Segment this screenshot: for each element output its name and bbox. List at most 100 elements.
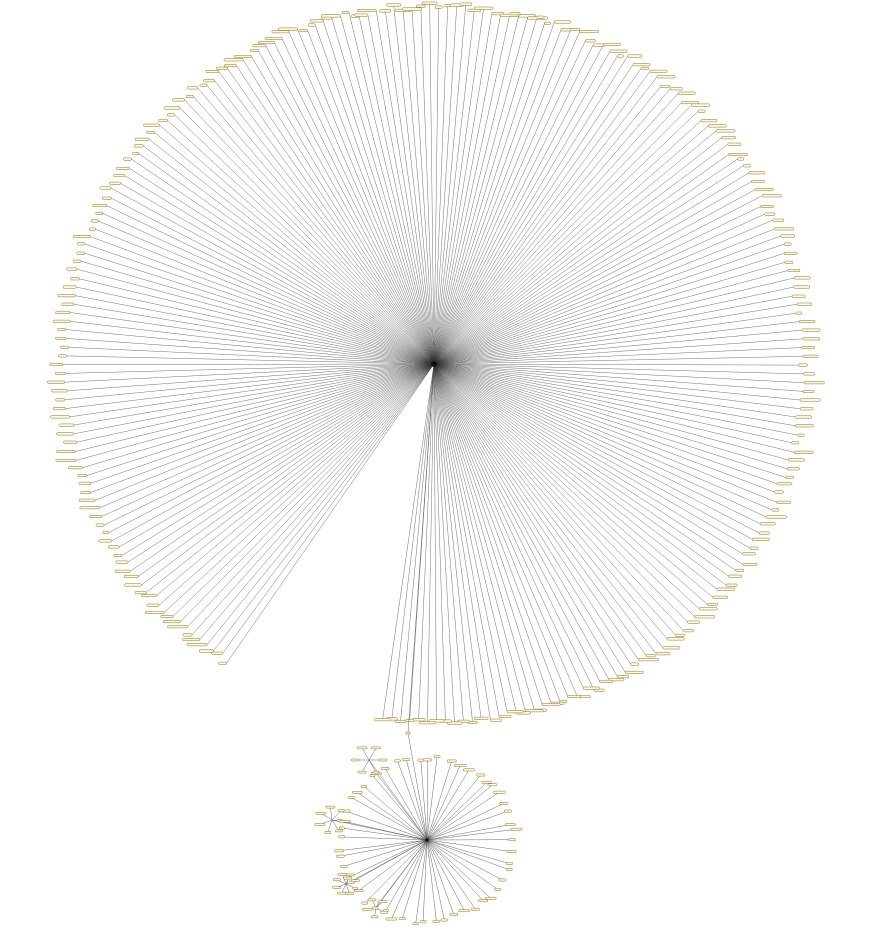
sub-leaf-node[interactable] — [380, 767, 390, 770]
leaf-node[interactable] — [53, 407, 66, 411]
leaf-node[interactable] — [162, 620, 181, 624]
sub-leaf-node[interactable] — [458, 909, 471, 913]
leaf-node[interactable] — [57, 294, 76, 298]
leaf-node[interactable] — [56, 450, 76, 453]
leaf-node[interactable] — [211, 651, 223, 655]
leaf-node[interactable] — [386, 3, 401, 7]
sub-leaf-node[interactable] — [352, 791, 363, 794]
leaf-node[interactable] — [759, 531, 770, 535]
sub-leaf-node[interactable] — [433, 755, 441, 759]
leaf-node[interactable] — [649, 69, 668, 73]
leaf-node[interactable] — [199, 649, 214, 653]
leaf-node[interactable] — [95, 211, 104, 215]
sub-leaf-node[interactable] — [340, 864, 348, 868]
subcluster-node[interactable] — [333, 878, 341, 882]
leaf-node[interactable] — [160, 615, 174, 618]
leaf-node[interactable] — [774, 227, 795, 231]
leaf-node[interactable] — [585, 39, 596, 43]
leaf-node[interactable] — [405, 719, 414, 723]
leaf-node[interactable] — [640, 67, 650, 71]
sub-leaf-node[interactable] — [505, 868, 513, 872]
leaf-node[interactable] — [797, 433, 805, 437]
leaf-node[interactable] — [203, 79, 215, 83]
leaf-node[interactable] — [89, 515, 102, 518]
leaf-node[interactable] — [459, 2, 473, 6]
leaf-node[interactable] — [570, 28, 581, 32]
leaf-node[interactable] — [55, 371, 66, 375]
subcluster-node[interactable] — [314, 823, 326, 826]
subcluster-node[interactable] — [377, 900, 388, 903]
sub-leaf-node[interactable] — [423, 758, 432, 762]
leaf-node[interactable] — [133, 144, 144, 148]
leaf-node[interactable] — [62, 285, 77, 289]
leaf-node[interactable] — [728, 574, 742, 578]
leaf-node[interactable] — [544, 21, 551, 25]
leaf-node[interactable] — [218, 661, 227, 665]
leaf-node[interactable] — [98, 539, 113, 543]
bridge-node[interactable] — [405, 731, 411, 735]
leaf-node[interactable] — [134, 137, 150, 141]
leaf-node[interactable] — [776, 500, 791, 504]
sub-leaf-node[interactable] — [453, 764, 467, 767]
leaf-node[interactable] — [599, 679, 614, 683]
leaf-node[interactable] — [278, 27, 298, 31]
leaf-node[interactable] — [182, 638, 200, 642]
sub-leaf-node[interactable] — [348, 796, 355, 799]
leaf-node[interactable] — [102, 196, 112, 200]
sub-leaf-node[interactable] — [506, 850, 517, 853]
leaf-node[interactable] — [132, 152, 139, 155]
leaf-node[interactable] — [754, 188, 774, 192]
sub-leaf-node[interactable] — [412, 922, 419, 926]
sub-leaf-node[interactable] — [471, 907, 480, 911]
sub-leaf-node[interactable] — [484, 896, 497, 900]
leaf-node[interactable] — [56, 432, 74, 436]
leaf-node[interactable] — [687, 620, 700, 624]
sub-leaf-node[interactable] — [504, 809, 512, 813]
leaf-node[interactable] — [72, 259, 82, 263]
subcluster-node[interactable] — [332, 886, 341, 889]
leaf-node[interactable] — [801, 346, 815, 350]
sub-leaf-node[interactable] — [419, 920, 427, 924]
leaf-node[interactable] — [143, 123, 160, 127]
leaf-node[interactable] — [632, 63, 651, 67]
leaf-node[interactable] — [419, 721, 436, 725]
leaf-node[interactable] — [536, 15, 545, 19]
subcluster-node[interactable] — [351, 879, 360, 882]
leaf-node[interactable] — [186, 643, 208, 647]
leaf-node[interactable] — [114, 569, 131, 573]
leaf-node[interactable] — [506, 710, 524, 714]
leaf-node[interactable] — [416, 4, 426, 8]
subcluster-node[interactable] — [378, 758, 388, 762]
sub-leaf-node[interactable] — [505, 823, 516, 826]
sub-leaf-node[interactable] — [402, 758, 411, 761]
leaf-node[interactable] — [299, 29, 308, 32]
leaf-node[interactable] — [490, 718, 502, 722]
leaf-node[interactable] — [498, 714, 512, 718]
leaf-node[interactable] — [402, 7, 422, 11]
leaf-node[interactable] — [341, 11, 350, 14]
leaf-node[interactable] — [783, 242, 792, 246]
sub-leaf-node[interactable] — [463, 768, 475, 772]
leaf-node[interactable] — [638, 658, 659, 662]
leaf-node[interactable] — [617, 54, 624, 58]
leaf-node[interactable] — [356, 9, 377, 12]
leaf-node[interactable] — [60, 345, 69, 349]
leaf-node[interactable] — [47, 380, 65, 384]
leaf-node[interactable] — [774, 490, 784, 494]
main-hub-node[interactable] — [431, 361, 437, 367]
leaf-node[interactable] — [666, 637, 685, 641]
leaf-node[interactable] — [172, 98, 185, 102]
leaf-node[interactable] — [760, 522, 776, 526]
leaf-node[interactable] — [793, 285, 811, 289]
leaf-node[interactable] — [509, 12, 521, 16]
leaf-node[interactable] — [116, 166, 130, 170]
leaf-node[interactable] — [799, 407, 814, 411]
leaf-node[interactable] — [524, 709, 544, 713]
subcluster-node[interactable] — [380, 910, 388, 914]
leaf-node[interactable] — [224, 64, 237, 68]
leaf-node[interactable] — [669, 87, 683, 91]
leaf-node[interactable] — [795, 311, 803, 315]
leaf-node[interactable] — [124, 574, 139, 578]
sub-leaf-node[interactable] — [510, 827, 523, 831]
leaf-node[interactable] — [77, 474, 88, 477]
